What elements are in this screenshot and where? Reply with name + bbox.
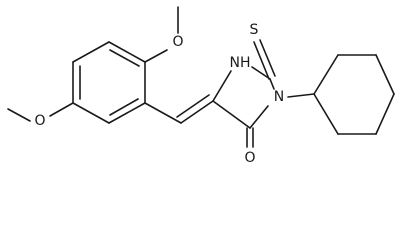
benzene-bond (108, 102, 146, 124)
benzene-double-bond (109, 98, 139, 116)
methoxy-group-top (144, 6, 179, 63)
ring-bond (313, 54, 339, 95)
benzene-bond (72, 41, 110, 63)
ring-bond (313, 93, 339, 135)
oxygen-label-methoxy-left: O (34, 113, 45, 129)
ring-bond (251, 66, 271, 80)
benzene-double-bond (109, 49, 140, 67)
benzene-bond (108, 41, 146, 63)
imidazolidine-ring (212, 66, 275, 129)
bond (144, 102, 182, 124)
oxygen-label-carbonyl: O (244, 150, 255, 166)
oxygen-label-methoxy-top: O (172, 34, 183, 50)
carbonyl-group (246, 127, 254, 148)
ring-bond (212, 70, 232, 102)
bond (7, 108, 31, 122)
nitrogen-label: N (274, 89, 284, 105)
methoxy-group-left (7, 102, 74, 122)
thione-group (253, 39, 276, 80)
cyclohexyl-group (287, 54, 395, 135)
bond (144, 49, 168, 63)
sulfur-label: S (250, 22, 259, 38)
ring-bond (212, 100, 251, 129)
chemical-structure: O O NH S N O (7, 6, 395, 166)
thione-double-bond (259, 39, 276, 77)
benzene-bond (72, 102, 110, 124)
exocyclic-double-bond (180, 100, 214, 124)
nh-label: NH (230, 55, 251, 71)
ring-bond (269, 78, 275, 90)
benzene-ring (72, 41, 146, 124)
methylidene-bridge (144, 94, 214, 124)
ring-bond (375, 54, 395, 95)
thione-double-bond (253, 41, 270, 80)
ring-bond (249, 105, 269, 129)
bond (49, 102, 74, 117)
bond (287, 93, 315, 98)
exocyclic-double-bond (176, 94, 210, 118)
ring-bond (375, 93, 395, 135)
